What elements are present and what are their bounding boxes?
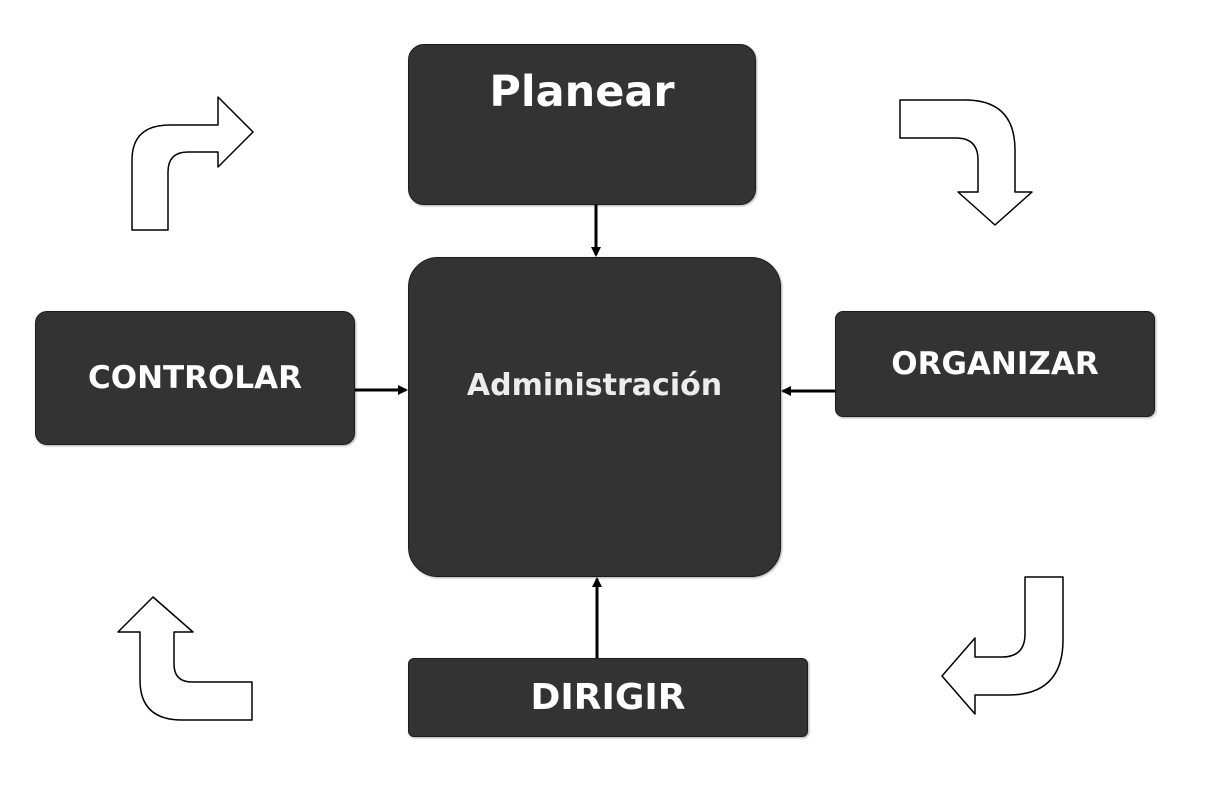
- administracion-label: Administración: [466, 368, 723, 403]
- box-organizar: ORGANIZAR: [835, 311, 1155, 417]
- box-dirigir: DIRIGIR: [408, 658, 808, 737]
- curved-arrow-down-left-icon: [941, 576, 1064, 715]
- box-planear: Planear: [408, 44, 756, 205]
- curved-arrow-right-down-icon: [899, 99, 1033, 226]
- planear-label: Planear: [489, 67, 675, 117]
- box-controlar: CONTROLAR: [35, 311, 355, 445]
- dirigir-label: DIRIGIR: [530, 677, 686, 718]
- box-administracion: Administración: [408, 257, 781, 577]
- organizar-label: ORGANIZAR: [891, 346, 1099, 382]
- curved-arrow-up-right-icon: [131, 96, 254, 231]
- curved-arrow-left-up-icon: [117, 596, 253, 721]
- controlar-label: CONTROLAR: [87, 360, 303, 396]
